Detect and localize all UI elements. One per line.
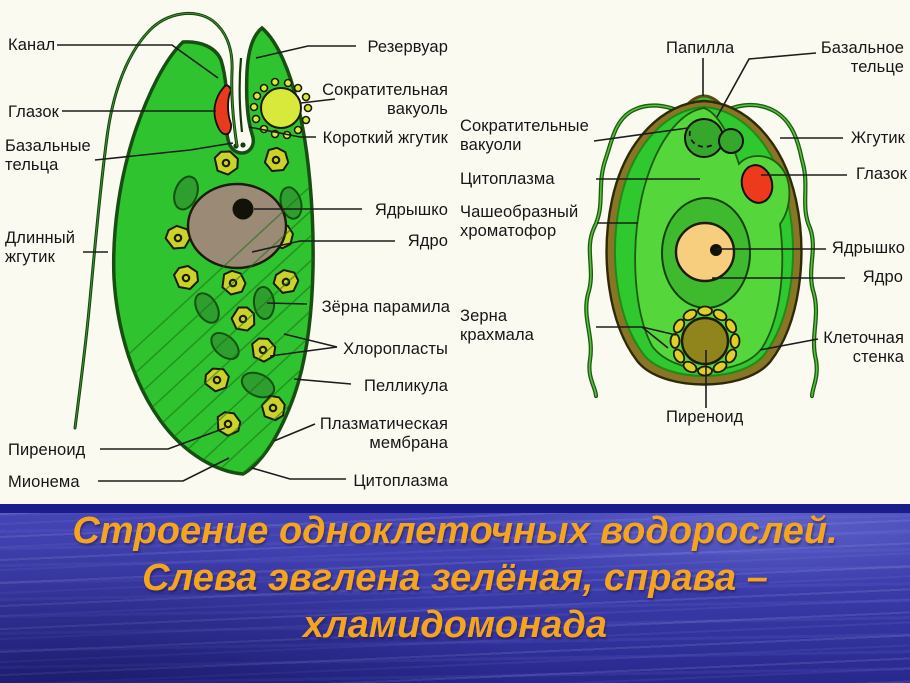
- diagram-canvas: [57, 12, 847, 482]
- chlamydomonas-pyrenoid: [680, 316, 730, 366]
- chlamydomonas-flagellum-left-core: [585, 104, 695, 397]
- label-euglena-cytoplasm: Цитоплазма: [353, 472, 448, 490]
- euglena-eyespot: [213, 84, 232, 136]
- caption-line-2: Слева эвглена зелёная, справа –: [142, 557, 768, 599]
- euglena-long-flagellum-core: [74, 13, 238, 429]
- label-chlamy-starch-grains: Зерна крахмала: [460, 307, 534, 344]
- label-chlamy-pyrenoid: Пиреноид: [666, 408, 744, 426]
- label-euglena-short-flagellum: Короткий жгутик: [322, 129, 448, 147]
- label-euglena-pellicle: Пелликула: [364, 377, 448, 395]
- label-euglena-canal: Канал: [8, 36, 56, 54]
- label-euglena-long-flagellum: Длинный жгутик: [5, 229, 76, 266]
- label-euglena-pyrenoid: Пиреноид: [8, 441, 86, 459]
- chlamydomonas-nucleus: [674, 221, 736, 283]
- caption-divider: [0, 504, 910, 513]
- label-chlamy-flagellum: Жгутик: [850, 129, 905, 147]
- euglena-nucleus: [186, 182, 288, 270]
- euglena-basal-body: [240, 142, 246, 148]
- caption-line-3: хламидомонада: [303, 604, 607, 646]
- euglena-short-flagellum: [238, 57, 244, 133]
- label-euglena-eyespot: Глазок: [8, 103, 60, 121]
- label-chlamy-nucleus: Ядро: [862, 268, 903, 286]
- chlamydomonas-figure: [584, 94, 819, 399]
- label-euglena-nucleus: Ядро: [407, 232, 448, 250]
- chlamydomonas-flagellum-right-core: [711, 104, 818, 397]
- label-euglena-basal-bodies: Базальные тельца: [5, 137, 91, 174]
- label-chlamy-contractile-vacuoles: Сократительные вакуоли: [460, 117, 589, 154]
- euglena-figure: [73, 12, 315, 476]
- euglena-nucleolus: [232, 198, 254, 220]
- label-chlamy-cytoplasm: Цитоплазма: [460, 170, 555, 188]
- chlamydomonas-starch-grains: [669, 305, 741, 377]
- chlamydomonas-contractile-vacuoles: [684, 118, 744, 158]
- label-euglena-paramylon-grains: Зёрна парамила: [321, 298, 450, 316]
- label-euglena-contractile-vacuole: Сократительная вакуоль: [322, 81, 448, 118]
- label-euglena-reservoir: Резервуар: [367, 38, 448, 56]
- euglena-chloroplasts: [173, 175, 303, 399]
- label-euglena-plasma-membrane: Плазматическая мембрана: [319, 415, 448, 452]
- slide-caption: Строение одноклеточных водорослей. Слева…: [0, 508, 910, 649]
- euglena-contractile-vacuole: [249, 77, 313, 140]
- label-euglena-chloroplasts: Хлоропласты: [343, 340, 448, 358]
- label-chlamy-papilla: Папилла: [666, 39, 735, 57]
- label-chlamy-eyespot: Глазок: [855, 165, 907, 183]
- chlamydomonas-nucleolus: [710, 244, 722, 256]
- label-chlamy-nucleolus: Ядрышко: [831, 239, 905, 257]
- label-chlamy-chromatophore: Чашеобразный хроматофор: [460, 203, 579, 240]
- label-euglena-nucleolus: Ядрышко: [374, 201, 448, 219]
- label-chlamy-basal-body: Базальное тельце: [820, 39, 904, 76]
- label-chlamy-cell-wall: Клеточная стенка: [823, 329, 904, 366]
- label-euglena-myoneme: Мионема: [8, 473, 80, 491]
- caption-line-1: Строение одноклеточных водорослей.: [72, 510, 838, 552]
- water-background: [0, 513, 910, 683]
- leader-lines: [57, 44, 847, 482]
